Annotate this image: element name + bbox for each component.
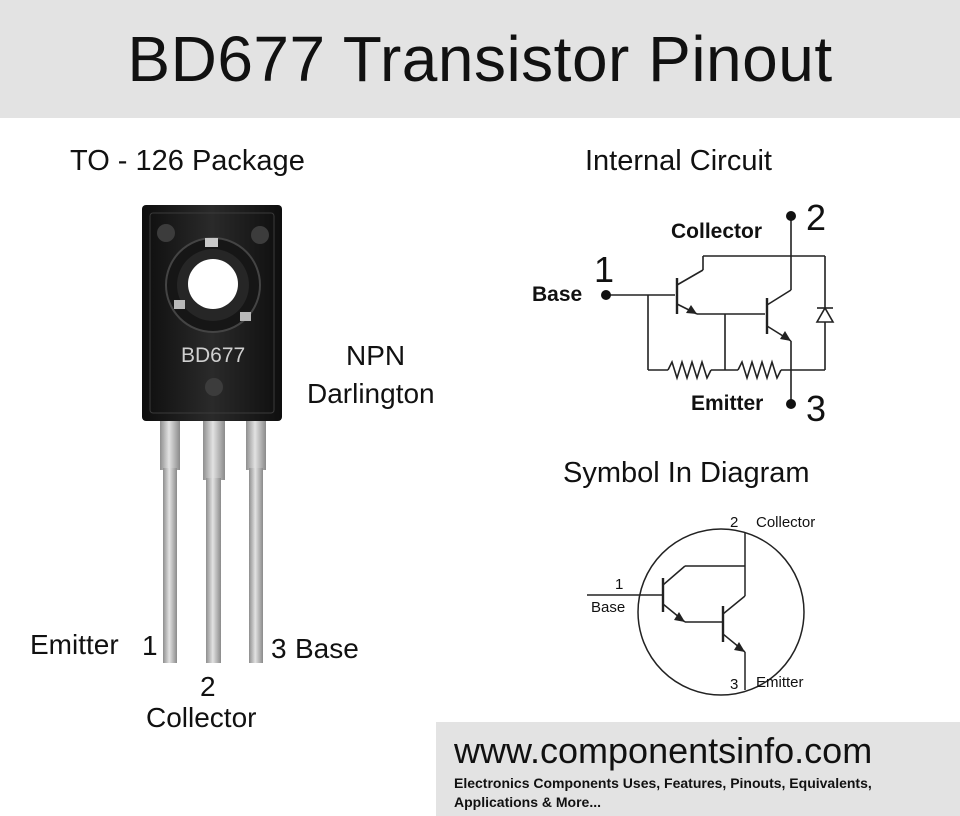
ic-base-label: Base [532, 283, 583, 306]
emitter-terminal-dot [786, 399, 796, 409]
lead-emitter [160, 418, 180, 663]
ic-emitter-label: Emitter [691, 392, 764, 415]
footer-url[interactable]: www.componentsinfo.com [454, 730, 873, 771]
pin-label-base: Base [295, 633, 359, 664]
type-line2: Darlington [307, 378, 435, 409]
package-title: TO - 126 Package [70, 145, 305, 177]
collector-terminal-dot [786, 211, 796, 221]
ic-base-num: 1 [594, 249, 615, 290]
pin-number-3: 3 [271, 633, 287, 664]
lead-collector [203, 418, 225, 663]
pin-number-1: 1 [142, 630, 158, 661]
internal-circuit-title: Internal Circuit [585, 145, 772, 177]
pin-number-2: 2 [200, 671, 216, 702]
center-dimple [205, 378, 223, 396]
sym-collector-num: 2 [730, 514, 739, 531]
sym-base-label: Base [591, 599, 626, 616]
header-banner: BD677 Transistor Pinout [0, 0, 960, 118]
pin-label-collector: Collector [146, 702, 257, 733]
package-marking: BD677 [181, 344, 246, 367]
symbol-title: Symbol In Diagram [563, 457, 810, 489]
footer-tagline: Electronics Components Uses, Features, P… [454, 775, 872, 810]
sym-emitter-num: 3 [730, 676, 739, 693]
symbol-circle [637, 528, 805, 696]
type-line1: NPN [346, 340, 406, 371]
corner-dimple-left [157, 224, 175, 242]
mounting-hole [188, 259, 238, 309]
sym-collector-label: Collector [756, 514, 816, 531]
ic-collector-num: 2 [806, 197, 827, 238]
sym-base-num: 1 [615, 576, 624, 593]
pin-label-emitter: Emitter [30, 629, 119, 660]
ic-emitter-num: 3 [806, 388, 827, 429]
sym-emitter-label: Emitter [756, 674, 804, 691]
corner-dimple-right [251, 226, 269, 244]
footer-banner: www.componentsinfo.com Electronics Compo… [436, 722, 960, 816]
base-terminal-dot [601, 290, 611, 300]
ic-collector-label: Collector [671, 220, 763, 243]
page-title: BD677 Transistor Pinout [127, 23, 833, 95]
lead-base [246, 418, 266, 663]
